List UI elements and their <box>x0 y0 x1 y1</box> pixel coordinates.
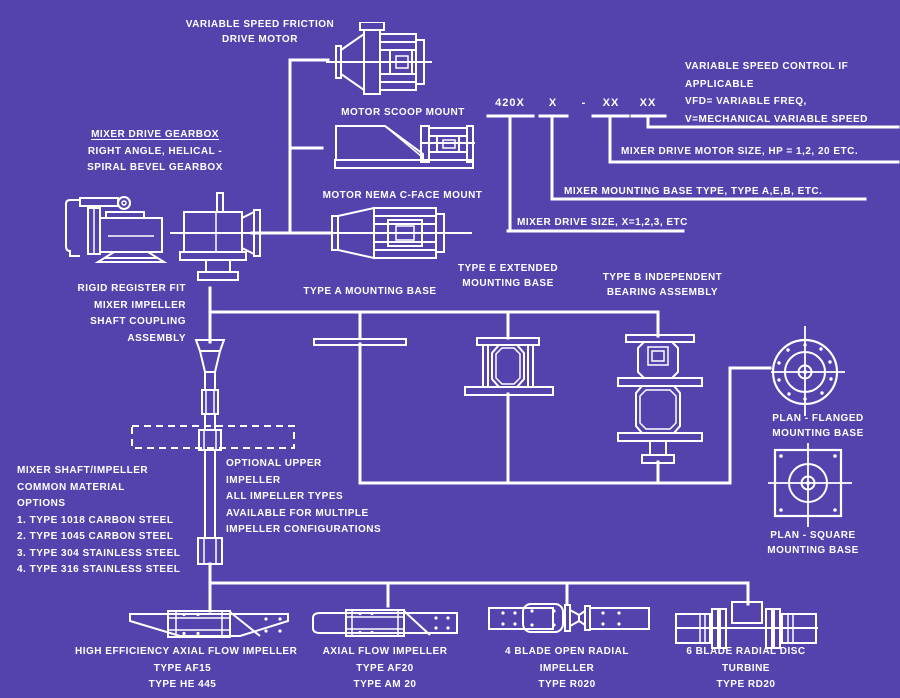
impeller-disc-turbine-drawing <box>675 601 818 649</box>
motor-scoop-mount-drawing <box>334 125 475 169</box>
impeller-af-drawing <box>312 609 458 637</box>
label-rigid-coupling: RIGID REGISTER FIT MIXER IMPELLER SHAFT … <box>77 283 186 344</box>
friction-drive-motor-drawing <box>326 22 432 95</box>
part-code-motor-size: XX <box>639 97 657 109</box>
part-code-dash: - <box>581 97 587 109</box>
label-variable-speed-control: VARIABLE SPEED CONTROL IF APPLICABLE VFD… <box>685 61 868 125</box>
optional-impeller-dashed-box <box>131 425 295 449</box>
gearbox-side-view-drawing <box>65 196 168 263</box>
label-square-base: PLAN - SQUARE MOUNTING BASE <box>767 530 859 556</box>
label-motor-size-legend: MIXER DRIVE MOTOR SIZE, HP = 1,2, 20 ETC… <box>621 146 859 157</box>
label-gearbox: MIXER DRIVE GEARBOX RIGHT ANGLE, HELICAL… <box>87 129 223 173</box>
part-code-drive-size: X <box>548 97 558 109</box>
label-base-type-legend: MIXER MOUNTING BASE TYPE, TYPE A,E,B, ET… <box>564 186 823 197</box>
label-nema-mount: MOTOR NEMA C-FACE MOUNT <box>322 190 483 201</box>
part-code-drive-family: 420X <box>495 97 525 109</box>
label-shaft-materials: MIXER SHAFT/IMPELLER COMMON MATERIAL OPT… <box>17 465 181 575</box>
label-type-b-bearing: TYPE B INDEPENDENT BEARING ASSEMBLY <box>602 272 723 298</box>
label-type-a-base: TYPE A MOUNTING BASE <box>303 286 437 297</box>
gearbox-front-view-drawing <box>170 192 266 281</box>
square-base-plan-drawing <box>768 443 852 527</box>
label-friction-motor: VARIABLE SPEED FRICTION DRIVE MOTOR <box>185 19 335 45</box>
type-e-base-drawing <box>464 337 554 396</box>
label-impeller-he: HIGH EFFICIENCY AXIAL FLOW IMPELLER TYPE… <box>75 646 298 690</box>
type-a-base-drawing <box>313 338 407 346</box>
impeller-radial-drawing <box>488 603 650 633</box>
type-b-bearing-drawing <box>617 334 703 464</box>
label-impeller-af: AXIAL FLOW IMPELLER TYPE AF20 TYPE AM 20 <box>322 646 448 690</box>
flanged-base-plan-drawing <box>771 326 845 416</box>
motor-nema-cface-drawing <box>326 206 472 260</box>
label-impeller-disc-turbine: 6 BLADE RADIAL DISC TURBINE TYPE RD20 <box>686 646 806 690</box>
label-optional-impeller: OPTIONAL UPPER IMPELLER ALL IMPELLER TYP… <box>226 458 382 535</box>
part-code-base-type: XX <box>602 97 620 109</box>
impeller-he-drawing <box>129 610 289 638</box>
label-type-e-base: TYPE E EXTENDED MOUNTING BASE <box>457 263 559 289</box>
label-drive-size-legend: MIXER DRIVE SIZE, X=1,2,3, ETC <box>517 217 688 228</box>
label-scoop-mount: MOTOR SCOOP MOUNT <box>341 107 465 118</box>
label-flanged-base: PLAN - FLANGED MOUNTING BASE <box>772 413 864 439</box>
label-impeller-radial: 4 BLADE OPEN RADIAL IMPELLER TYPE R020 <box>505 646 629 690</box>
shaft-coupling-and-shaft-drawing <box>194 339 226 565</box>
